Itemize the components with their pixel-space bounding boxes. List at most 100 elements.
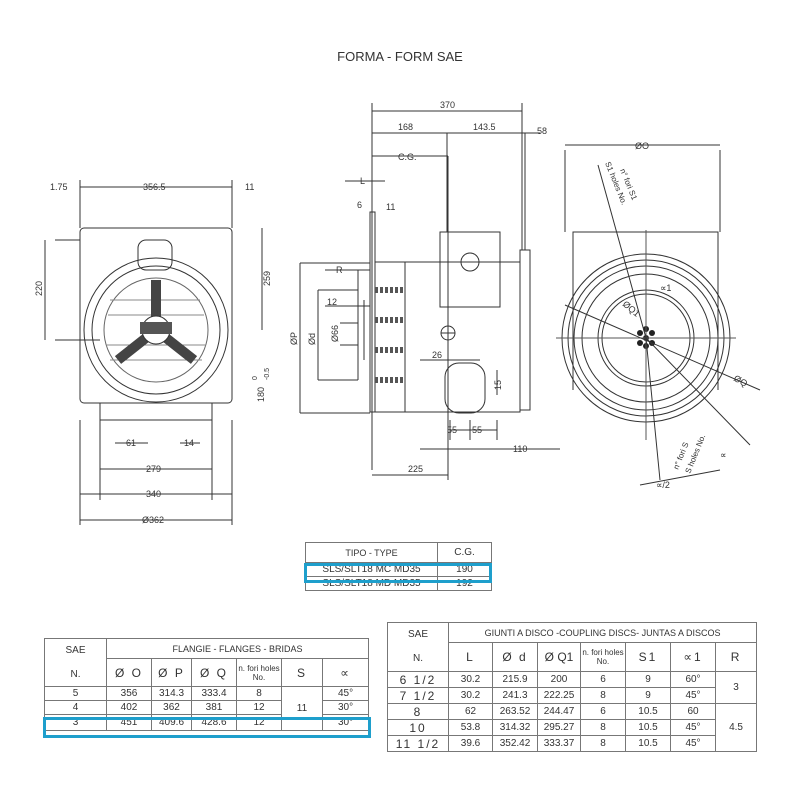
cell: 352.42 xyxy=(492,735,538,752)
dim-15: 15 xyxy=(493,380,503,390)
dim-26: 26 xyxy=(432,350,442,360)
side-view: 370 168 143.5 58 C.G. L 6 11 R ØP 12 Ød … xyxy=(289,100,560,480)
dim-11: 11 xyxy=(245,182,254,192)
cell: 362 xyxy=(151,700,192,715)
cell: 62 xyxy=(448,703,493,720)
dim-259: 259 xyxy=(262,271,272,286)
dim-362: Ø362 xyxy=(142,515,164,525)
cell: 428.6 xyxy=(191,714,237,731)
center-holes xyxy=(637,326,655,349)
dim-55-b: 55 xyxy=(472,425,482,435)
cell: 222.25 xyxy=(537,687,581,704)
cell: 30.2 xyxy=(448,687,493,704)
cell: 30° xyxy=(321,700,370,715)
cell: 60 xyxy=(670,703,716,720)
col-header: ∝ xyxy=(321,658,370,687)
discs-group-header: GIUNTI A DISCO -COUPLING DISCS- JUNTAS A… xyxy=(447,622,758,643)
dim-phi-d: Ød xyxy=(307,333,317,345)
cell: 10.5 xyxy=(625,735,671,752)
dim-tol-up: 0 xyxy=(252,376,259,380)
cell: 241.3 xyxy=(492,687,538,704)
cell: 244.47 xyxy=(537,703,581,720)
cg-header: C.G. xyxy=(437,542,492,563)
dim-340: 340 xyxy=(146,489,161,499)
col-header: Ø d xyxy=(492,642,538,672)
dim-55-a: 55 xyxy=(447,425,457,435)
cell: 381 xyxy=(191,700,237,715)
cell: 402 xyxy=(106,700,152,715)
col-header: Ø Q xyxy=(191,658,237,687)
col-header: Ø Q1 xyxy=(537,642,581,672)
label-s-en: S holes No. xyxy=(684,433,708,475)
col-header: L xyxy=(448,642,493,672)
dim-61: 61 xyxy=(126,438,136,448)
cell: 45° xyxy=(670,687,716,704)
cell: 356 xyxy=(106,686,152,701)
col-header: S1 xyxy=(625,642,671,672)
cell: 9 xyxy=(625,671,671,688)
col-header: ∝1 xyxy=(670,642,716,672)
dim-phi-66: Ø66 xyxy=(330,325,340,342)
dim-14: 14 xyxy=(184,438,194,448)
col-header: S xyxy=(281,658,323,687)
n-label: N. xyxy=(413,653,423,664)
dim-tol-down: -0.5 xyxy=(264,368,271,380)
cg-cell: 190 xyxy=(437,562,492,577)
dim-11-side: 11 xyxy=(386,202,395,212)
cell: 8 xyxy=(387,703,449,720)
sae-label: SAE xyxy=(65,644,86,656)
dim-cg: C.G. xyxy=(398,152,417,162)
dim-168: 168 xyxy=(398,122,413,132)
cell: 8 xyxy=(236,686,282,701)
label-alpha-half: ∝/2 xyxy=(656,480,670,490)
cell: 6 xyxy=(580,703,626,720)
col-header: Ø P xyxy=(151,658,192,687)
dim-180: 180 xyxy=(256,387,266,402)
cell: 6 xyxy=(580,671,626,688)
dim-1-75: 1.75 xyxy=(50,182,68,192)
cell: 39.6 xyxy=(448,735,493,752)
cell: 215.9 xyxy=(492,671,538,688)
dim-58: 58 xyxy=(537,126,547,136)
cell: 10.5 xyxy=(625,719,671,736)
cell: 45° xyxy=(670,719,716,736)
cell: 11 1/2 xyxy=(387,735,449,752)
cell: 6 1/2 xyxy=(387,671,449,688)
cell: 333.4 xyxy=(191,686,237,701)
col-header: n. fori holes No. xyxy=(236,658,282,687)
dim-r: R xyxy=(336,265,343,275)
cell: 333.37 xyxy=(537,735,581,752)
dim-6: 6 xyxy=(357,200,362,210)
cell: 45° xyxy=(670,735,716,752)
type-header: TIPO - TYPE xyxy=(305,542,438,563)
flanges-group-header: FLANGIE - FLANGES - BRIDAS xyxy=(105,638,370,659)
cell: 12 xyxy=(236,714,282,731)
cell: 8 xyxy=(580,719,626,736)
cell: 30° xyxy=(321,714,370,731)
cell: 30.2 xyxy=(448,671,493,688)
cell: 9 xyxy=(625,687,671,704)
dim-phi-p: ØP xyxy=(289,332,299,345)
cell: 314.3 xyxy=(151,686,192,701)
cell: 451 xyxy=(106,714,152,731)
cell: 263.52 xyxy=(492,703,538,720)
cell: 314.32 xyxy=(492,719,538,736)
col-header: R xyxy=(714,642,758,672)
cell: 8 xyxy=(580,735,626,752)
label-alpha1: ∝1 xyxy=(660,283,671,293)
cell: 60° xyxy=(670,671,716,688)
dim-220: 220 xyxy=(34,281,44,296)
cell: 5 xyxy=(44,686,107,701)
dim-143-5: 143.5 xyxy=(473,122,496,132)
type-cell: SLS/SLT18 MC MD35 xyxy=(305,562,438,577)
cell: 10 xyxy=(387,719,449,736)
